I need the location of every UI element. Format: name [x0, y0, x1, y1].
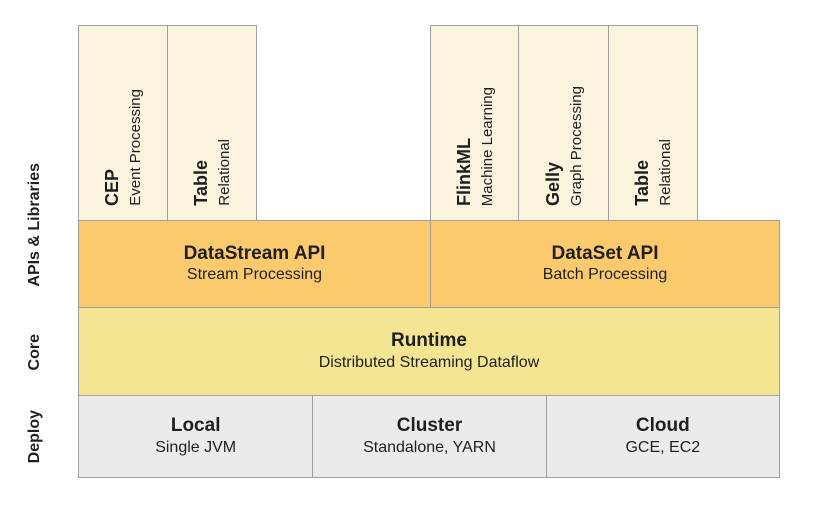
core-cell-runtime: Runtime Distributed Streaming Dataflow — [319, 329, 540, 374]
deploy-subtitle: Single JVM — [155, 438, 237, 456]
side-label-core-text: Core — [26, 333, 43, 371]
library-box-cep: CEP Event Processing — [78, 25, 168, 221]
library-box-gelly: Gelly Graph Processing — [518, 25, 609, 221]
library-subtitle: Relational — [216, 139, 233, 206]
core-band: Runtime Distributed Streaming Dataflow — [78, 307, 780, 396]
api-cell-dataset: DataSet API Batch Processing — [430, 221, 779, 307]
api-subtitle: Stream Processing — [186, 266, 323, 284]
library-subtitle: Relational — [657, 139, 674, 206]
library-name: FlinkML — [453, 138, 474, 206]
side-label-deploy: Deploy — [14, 396, 56, 478]
api-subtitle: Batch Processing — [542, 266, 668, 284]
deploy-subtitle: GCE, EC2 — [625, 438, 701, 456]
deploy-band: Local Single JVM Cluster Standalone, YAR… — [78, 395, 780, 478]
library-name: Table — [191, 160, 211, 206]
library-box-flinkml: FlinkML Machine Learning — [430, 25, 519, 221]
api-cell-datastream: DataStream API Stream Processing — [79, 221, 430, 307]
side-label-core: Core — [14, 312, 56, 392]
library-subtitle: Graph Processing — [567, 85, 585, 206]
api-title: DataStream API — [183, 242, 326, 264]
deploy-title: Cloud — [635, 415, 690, 437]
library-box-table-batch: Table Relational — [608, 25, 698, 221]
api-band: DataStream API Stream Processing DataSet… — [78, 220, 780, 308]
core-title: Runtime — [390, 330, 467, 352]
library-subtitle: Machine Learning — [478, 86, 496, 206]
deploy-cell-cluster: Cluster Standalone, YARN — [312, 396, 545, 477]
api-title: DataSet API — [551, 242, 659, 264]
library-subtitle: Event Processing — [127, 89, 144, 206]
library-box-table-stream: Table Relational — [167, 25, 257, 221]
core-subtitle: Distributed Streaming Dataflow — [318, 353, 540, 371]
side-label-apis-libraries-text: APIs & Libraries — [26, 163, 43, 287]
deploy-cell-cloud: Cloud GCE, EC2 — [545, 396, 779, 477]
deploy-subtitle: Standalone, YARN — [363, 438, 496, 456]
library-name: CEP — [102, 168, 122, 206]
deploy-cell-local: Local Single JVM — [79, 396, 312, 477]
deploy-title: Cluster — [396, 415, 463, 437]
side-label-apis-libraries: APIs & Libraries — [14, 120, 56, 330]
side-label-deploy-text: Deploy — [26, 410, 43, 464]
library-name: Gelly — [542, 161, 563, 206]
library-name: Table — [632, 160, 652, 206]
deploy-title: Local — [170, 415, 221, 437]
